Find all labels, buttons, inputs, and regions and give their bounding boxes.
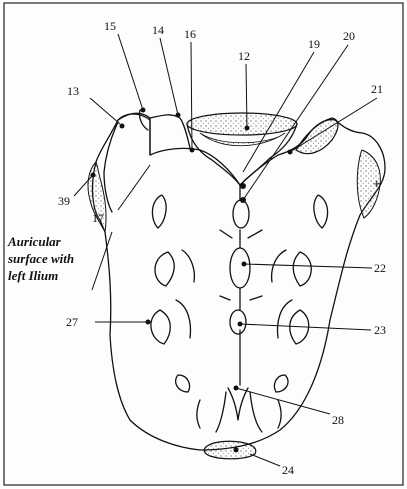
- apex-facet: [204, 441, 256, 459]
- label-27: 27: [66, 315, 78, 329]
- caption-line-1: Auricular: [7, 234, 62, 249]
- label-14: 14: [152, 23, 164, 37]
- foramen-l3: [151, 310, 170, 344]
- sacral-hiatus: [216, 388, 262, 432]
- foramen-l1: [152, 195, 166, 228]
- foramen-r1: [314, 195, 328, 228]
- label-17: 17: [92, 211, 104, 225]
- ridge-l3: [176, 300, 190, 338]
- label-21: 21: [371, 82, 383, 96]
- label-12: 12: [238, 49, 250, 63]
- foramen-l4: [176, 375, 190, 392]
- label-22: 22: [374, 261, 386, 275]
- label-13: 13: [67, 84, 79, 98]
- foramen-r2: [293, 252, 311, 286]
- caption-line-3: left Ilium: [8, 268, 58, 283]
- ridge-l2: [182, 250, 194, 282]
- tubercle-whiskers: [220, 230, 262, 300]
- label-19: 19: [308, 37, 320, 51]
- label-24: 24: [282, 463, 294, 477]
- caption-line-2: surface with: [7, 251, 74, 266]
- label-39: 39: [58, 194, 70, 208]
- left-lateral-crest: [104, 122, 118, 212]
- label-28: 28: [332, 413, 344, 427]
- leader-lines: [74, 34, 377, 466]
- sacrum-outline: [93, 114, 385, 450]
- label-20: 20: [343, 29, 355, 43]
- label-16: 16: [184, 27, 196, 41]
- tubercle-3: [230, 310, 246, 334]
- plus-mark: +: [373, 176, 381, 191]
- label-23: 23: [374, 323, 386, 337]
- label-15: 15: [104, 19, 116, 33]
- ridge-r2: [272, 250, 286, 282]
- left-superior-ridge: [118, 113, 150, 155]
- tubercle-2: [230, 248, 250, 288]
- left-ala-top: [150, 115, 190, 148]
- foramen-l2: [155, 252, 174, 286]
- promontory-facet: [187, 113, 297, 135]
- tubercle-1: [233, 200, 249, 228]
- foramen-r4: [274, 375, 288, 392]
